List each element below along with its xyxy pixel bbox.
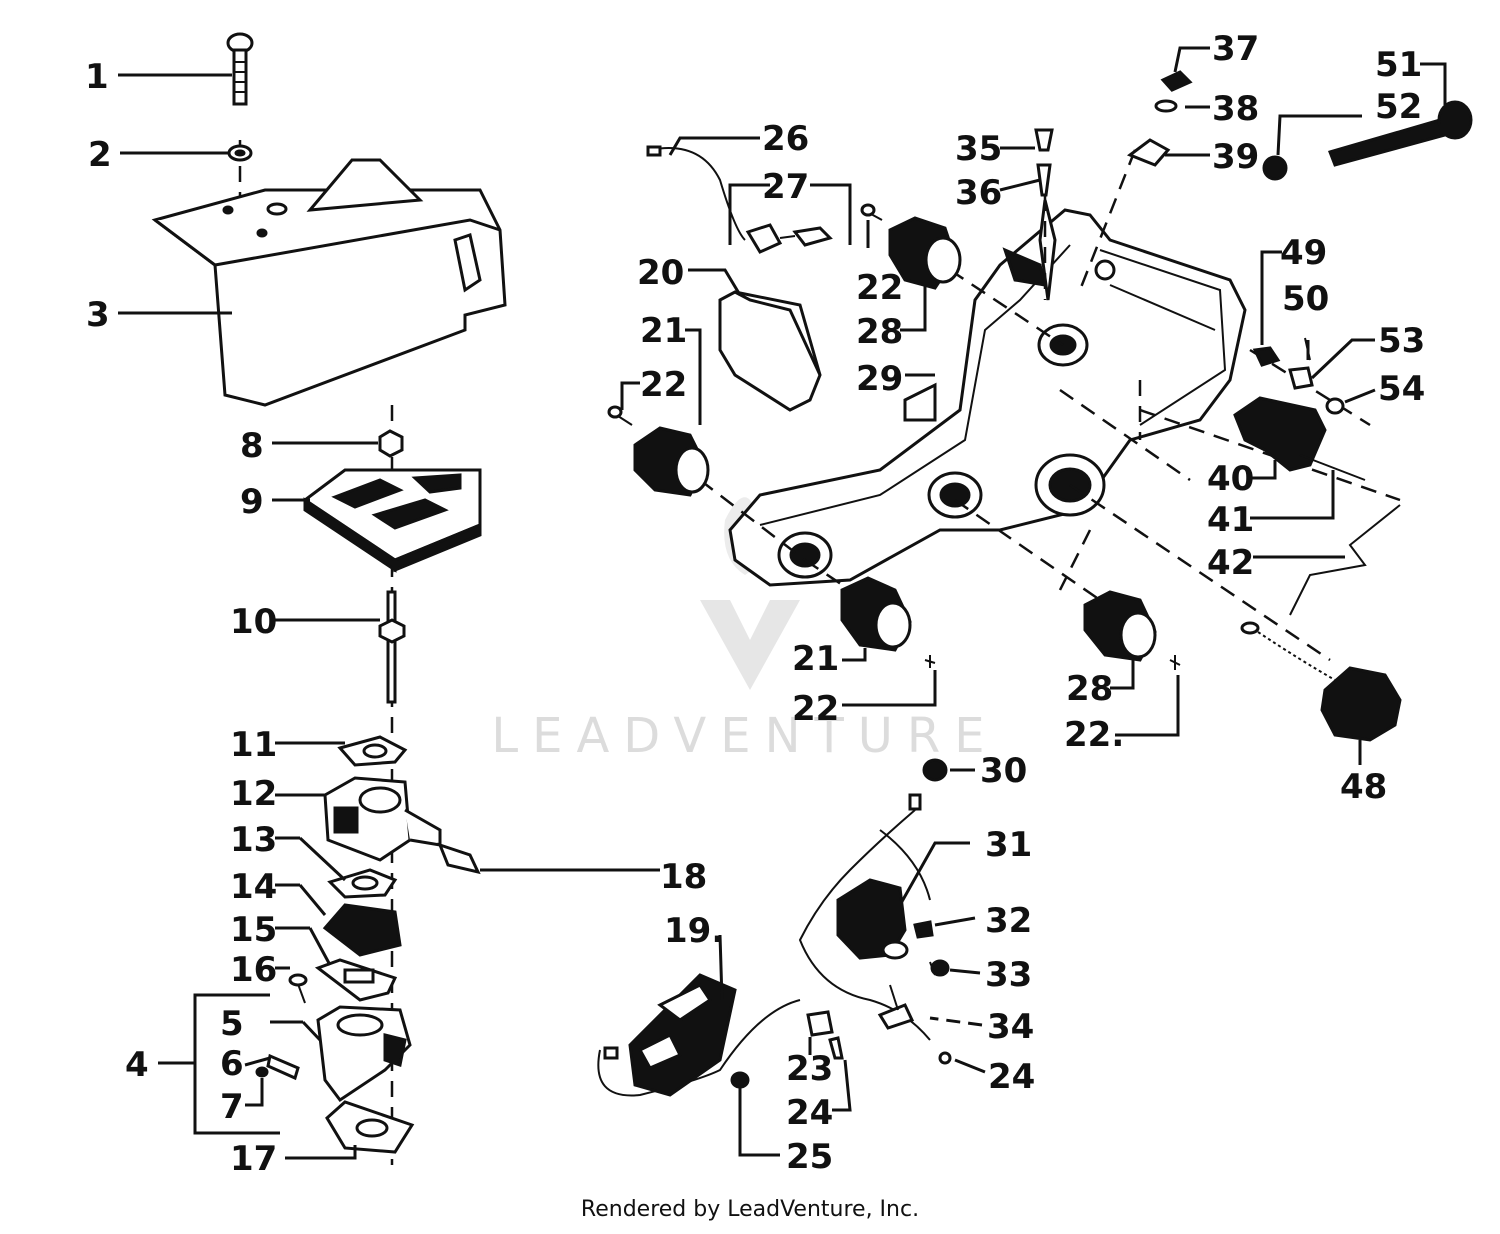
callout-28-upper: 28 <box>856 312 903 352</box>
callout-31: 31 <box>985 825 1032 865</box>
callout-4: 4 <box>125 1045 149 1085</box>
callout-32: 32 <box>985 901 1032 941</box>
callout-49: 49 <box>1280 233 1327 273</box>
callout-21-upper: 21 <box>640 311 687 351</box>
callout-39: 39 <box>1212 137 1259 177</box>
callout-36: 36 <box>955 173 1002 213</box>
callout-10: 10 <box>230 602 277 642</box>
left-assembly-parts <box>151 32 507 1165</box>
callout-29: 29 <box>856 359 903 399</box>
callout-11: 11 <box>230 725 277 765</box>
callout-35: 35 <box>955 129 1002 169</box>
callout-22-right: 22. <box>1064 715 1124 755</box>
callout-26: 26 <box>762 119 809 159</box>
callout-16: 16 <box>230 950 277 990</box>
callout-8: 8 <box>240 426 264 466</box>
callout-15: 15 <box>230 910 277 950</box>
callout-23: 23 <box>786 1049 833 1089</box>
callout-52: 52 <box>1375 87 1422 127</box>
callout-24-right: 24 <box>988 1057 1035 1097</box>
callout-53: 53 <box>1378 321 1425 361</box>
callout-17: 17 <box>230 1139 277 1179</box>
callout-42: 42 <box>1207 543 1254 583</box>
callout-38: 38 <box>1212 89 1259 129</box>
callout-27: 27 <box>762 167 809 207</box>
callout-24-lower: 24 <box>786 1093 833 1133</box>
callout-5: 5 <box>220 1004 244 1044</box>
callout-22-lower: 22 <box>792 689 839 729</box>
ignition-parts <box>597 758 952 1097</box>
callout-6: 6 <box>220 1044 244 1084</box>
callout-50: 50 <box>1282 279 1329 319</box>
callout-41: 41 <box>1207 500 1254 540</box>
callout-37: 37 <box>1212 29 1259 69</box>
callout-3: 3 <box>86 295 110 335</box>
callout-30: 30 <box>980 751 1027 791</box>
callout-12: 12 <box>230 774 277 814</box>
callout-22-upper: 22 <box>856 268 903 308</box>
callout-51: 51 <box>1375 45 1422 85</box>
callout-labels: 1 2 3 8 9 10 11 12 13 14 15 16 5 4 6 7 1… <box>85 29 1425 1179</box>
callout-1: 1 <box>85 57 109 97</box>
callout-33: 33 <box>985 955 1032 995</box>
callout-28-lower: 28 <box>1066 669 1113 709</box>
callout-9: 9 <box>240 482 264 522</box>
callout-7: 7 <box>220 1087 244 1127</box>
callout-20: 20 <box>637 253 684 293</box>
callout-14: 14 <box>230 867 277 907</box>
callout-18: 18 <box>660 857 707 897</box>
callout-2: 2 <box>88 135 112 175</box>
callout-25: 25 <box>786 1137 833 1177</box>
callout-21-lower: 21 <box>792 639 839 679</box>
callout-34: 34 <box>987 1007 1034 1047</box>
svg-text:LEADVENTURE: LEADVENTURE <box>491 708 998 764</box>
handle-frame-assembly <box>607 70 1473 742</box>
callout-13: 13 <box>230 820 277 860</box>
callout-48: 48 <box>1340 767 1387 807</box>
rendered-by-footer: Rendered by LeadVenture, Inc. <box>580 1197 920 1222</box>
callout-22-left: 22 <box>640 365 687 405</box>
callout-40: 40 <box>1207 459 1254 499</box>
leader-lines <box>118 46 1447 1160</box>
callout-54: 54 <box>1378 369 1425 409</box>
callout-19: 19. <box>664 911 724 951</box>
